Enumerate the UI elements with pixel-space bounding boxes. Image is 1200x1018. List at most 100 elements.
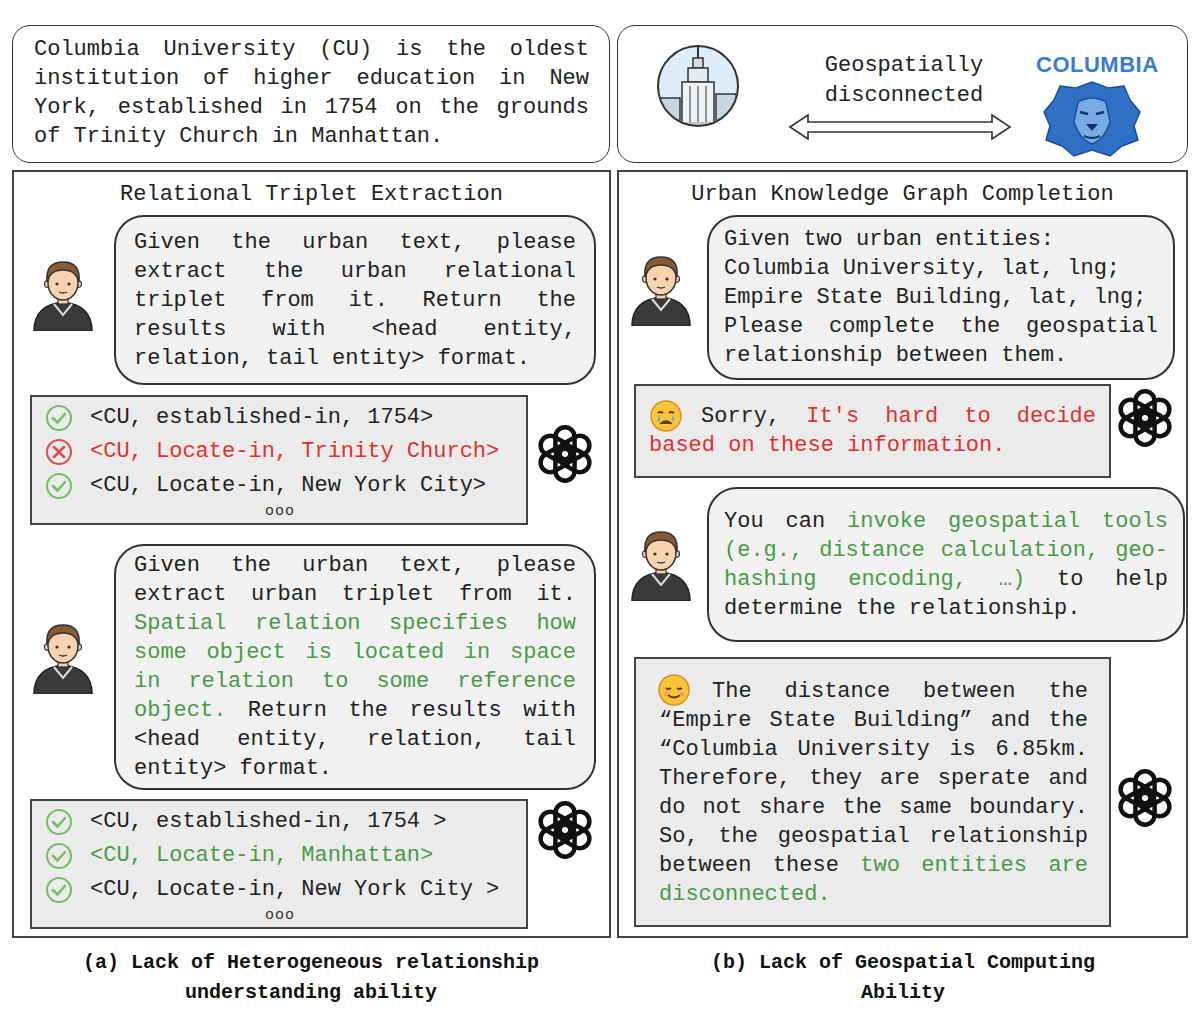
- sad-emoji: [649, 399, 683, 433]
- cross-icon: [44, 437, 74, 467]
- text-run: Given the urban text, please extract urb…: [134, 553, 576, 607]
- image-box: Geospatially disconnected: [617, 25, 1188, 163]
- text-paragraph: Given the urban text, please extract the…: [134, 228, 576, 373]
- triplet-row: <CU, Locate-in, Manhattan>: [44, 839, 516, 873]
- check-icon: [44, 875, 74, 905]
- icon-check: [53, 482, 65, 491]
- relation-label: Geospatially disconnected: [804, 51, 1004, 111]
- reply-box: The distance between the “Empire State B…: [634, 657, 1111, 927]
- icon-cross: [54, 447, 64, 457]
- emoji-tear: [658, 415, 660, 422]
- triplet-text: <CU, Locate-in, New York City >: [90, 877, 499, 902]
- triplet-text: <CU, Locate-in, Manhattan>: [90, 843, 433, 868]
- check-icon: [44, 471, 74, 501]
- art-part: [1044, 82, 1140, 156]
- icon-ring: [47, 878, 71, 902]
- triplet-row: <CU, Locate-in, Trinity Church>: [44, 435, 516, 469]
- prompt-bubble: Given the urban text, please extract urb…: [114, 544, 596, 790]
- check-icon: [44, 807, 74, 837]
- triplet-text: <CU, established-in, 1754 >: [90, 809, 446, 834]
- emoji-cheek: [664, 692, 668, 696]
- text-paragraph: Columbia University (CU) is the oldest i…: [34, 35, 589, 151]
- icon-check: [53, 852, 65, 861]
- panel-heading: Urban Knowledge Graph Completion: [619, 172, 1186, 209]
- art-part: [682, 82, 714, 138]
- emoji-eyes: [658, 412, 674, 413]
- triplet-row: <CU, established-in, 1754 >: [44, 805, 516, 839]
- text-line: Empire State Building, lat, lng;: [724, 283, 1158, 312]
- text-box: Columbia University (CU) is the oldest i…: [12, 25, 610, 163]
- emoji-eyes: [666, 688, 682, 689]
- prompt-bubble: Given the urban text, please extract the…: [114, 215, 596, 385]
- prompt-bubble: Given two urban entities:Columbia Univer…: [707, 215, 1175, 380]
- figure-caption: (a) Lack of Heterogeneous relationship u…: [71, 948, 551, 1008]
- happy-emoji: [657, 673, 691, 707]
- icon-check: [53, 886, 65, 895]
- text-paragraph: You can invoke geospatial tools (e.g., d…: [724, 507, 1168, 623]
- user-avatar: [632, 532, 690, 601]
- art-part: [716, 94, 736, 138]
- emoji-mouth: [660, 421, 672, 424]
- text-paragraph: Sorry, It's hard to decide based on thes…: [649, 402, 1096, 460]
- icon-ring: [47, 810, 71, 834]
- text-line: Please complete the geospatial relations…: [724, 312, 1158, 370]
- icon-check: [53, 818, 65, 827]
- emoji-tear: [672, 415, 674, 422]
- emoji-cheek: [680, 692, 684, 696]
- art-part: [1086, 124, 1098, 131]
- art-part: [658, 46, 738, 126]
- art-part: [1080, 112, 1104, 114]
- text-run: You can: [724, 509, 825, 534]
- double-arrow: [790, 115, 1010, 139]
- task-panel: Urban Knowledge Graph CompletionGiven tw…: [617, 170, 1188, 938]
- triplet-text: <CU, established-in, 1754>: [90, 405, 433, 430]
- text-lines: Given two urban entities:Columbia Univer…: [724, 225, 1158, 370]
- emoji-mouth: [668, 695, 680, 698]
- label-holder: Geospatially disconnected: [804, 51, 1004, 111]
- icon-ring: [47, 406, 71, 430]
- emoji-face: [659, 675, 689, 705]
- art-part: [1074, 98, 1110, 144]
- ellipsis: ooo: [265, 907, 295, 924]
- check-icon: [44, 403, 74, 433]
- icon-ring: [47, 440, 71, 464]
- text-run: Given the urban text, please extract the…: [134, 230, 576, 371]
- chatgpt-logo: [537, 803, 593, 856]
- task-panel: Relational Triplet ExtractionGiven the u…: [12, 170, 611, 938]
- chatgpt-logo: [537, 427, 593, 480]
- triplet-row: <CU, Locate-in, New York City >: [44, 873, 516, 907]
- lion-logo: [1044, 82, 1140, 156]
- icon-ring: [47, 474, 71, 498]
- text-run: Sorry,: [701, 404, 780, 429]
- figure-caption: (b) Lack of Geospatial Computing Ability: [693, 948, 1113, 1008]
- text-run: The distance between the “Empire State B…: [659, 679, 1088, 878]
- art-part: [693, 58, 703, 68]
- reply-box: Sorry, It's hard to decide based on thes…: [634, 384, 1111, 478]
- triplet-text: <CU, Locate-in, New York City>: [90, 473, 486, 498]
- art-part: [688, 68, 708, 82]
- text-paragraph: The distance between the “Empire State B…: [659, 677, 1088, 909]
- chatgpt-logo: [1117, 391, 1173, 444]
- user-avatar: [34, 625, 92, 694]
- text-run: Columbia University (CU) is the oldest i…: [34, 37, 589, 149]
- triplet-row: <CU, Locate-in, New York City>: [44, 469, 516, 503]
- triplet-row: <CU, established-in, 1754>: [44, 401, 516, 435]
- user-avatar: [34, 262, 92, 331]
- text-line: Columbia University, lat, lng;: [724, 254, 1158, 283]
- icon-check: [53, 414, 65, 423]
- triplet-box: <CU, established-in, 1754 > <CU, Locate-i…: [30, 799, 528, 929]
- emoji-face: [651, 401, 681, 431]
- check-icon: [44, 841, 74, 871]
- logo-wordmark: COLUMBIA: [1036, 52, 1160, 78]
- prompt-bubble: You can invoke geospatial tools (e.g., d…: [707, 487, 1185, 642]
- chatgpt-logo: [1117, 771, 1173, 824]
- ellipsis-row: ooo: [44, 503, 516, 521]
- text-paragraph: Given the urban text, please extract urb…: [134, 551, 576, 783]
- ellipsis: ooo: [265, 503, 295, 520]
- icon-ring: [47, 844, 71, 868]
- triplet-text: <CU, Locate-in, Trinity Church>: [90, 439, 499, 464]
- art-part: [1084, 136, 1100, 138]
- art-part: [640, 44, 760, 142]
